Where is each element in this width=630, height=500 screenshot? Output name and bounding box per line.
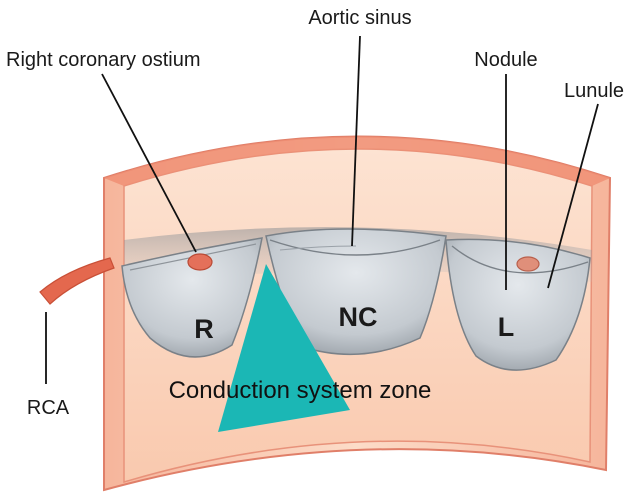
right-cusp-label: R bbox=[194, 314, 214, 344]
lunule-leader bbox=[547, 103, 599, 289]
left-cusp bbox=[445, 238, 591, 371]
rca-vessel bbox=[39, 257, 115, 305]
aortic-sinus-label: Aortic sinus bbox=[308, 7, 411, 29]
aortic-sinus-leader bbox=[351, 35, 361, 247]
right-coronary-ostium-label: Right coronary ostium bbox=[6, 49, 201, 71]
conduction-system-zone bbox=[218, 264, 350, 432]
conduction-zone-label: Conduction system zone bbox=[169, 377, 432, 404]
rca-label: RCA bbox=[27, 397, 70, 419]
left-coronary-ostium bbox=[516, 256, 540, 272]
nodule-label: Nodule bbox=[474, 49, 537, 71]
right-cusp bbox=[121, 237, 263, 358]
left-cusp-label: L bbox=[498, 312, 515, 342]
right-coronary-ostium bbox=[187, 253, 213, 271]
right-coronary-ostium-leader bbox=[101, 73, 197, 253]
noncoronary-cusp-label: NC bbox=[339, 302, 378, 332]
lunule-label: Lunule bbox=[564, 80, 624, 102]
